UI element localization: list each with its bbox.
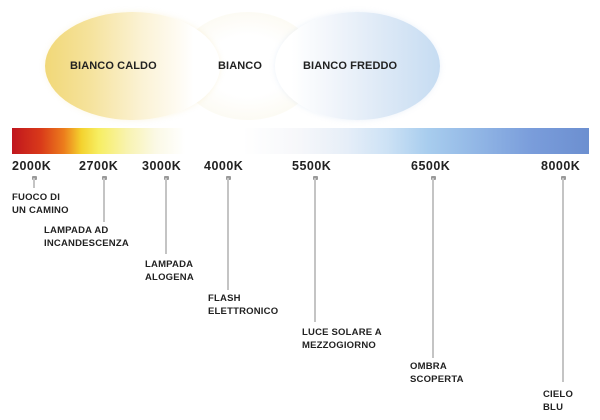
source-desc-4000: FLASH ELETTRONICO bbox=[208, 293, 278, 318]
source-desc-line2: UN CAMINO bbox=[12, 204, 69, 216]
kelvin-label-4000: 4000K bbox=[204, 159, 244, 173]
zone-label-bianco-caldo: BIANCO CALDO bbox=[70, 60, 157, 72]
kelvin-label-5500: 5500K bbox=[292, 159, 332, 173]
leader-line-3000 bbox=[165, 178, 167, 254]
source-desc-line1: LAMPADA bbox=[145, 259, 194, 270]
source-desc-line2: MEZZOGIORNO bbox=[302, 339, 376, 351]
source-desc-8000: CIELO BLU bbox=[543, 389, 573, 414]
source-desc-line2: INCANDESCENZA bbox=[44, 237, 129, 249]
source-desc-3000: LAMPADA ALOGENA bbox=[145, 259, 194, 284]
source-desc-2000: FUOCO DI UN CAMINO bbox=[12, 192, 69, 217]
kelvin-label-2000: 2000K bbox=[12, 159, 52, 173]
source-desc-line2: SCOPERTA bbox=[410, 373, 464, 385]
leader-line-4000 bbox=[227, 178, 229, 290]
source-desc-line1: CIELO bbox=[543, 389, 574, 400]
source-desc-line2: BLU bbox=[543, 401, 564, 413]
zone-bianco-freddo-ellipse bbox=[275, 12, 440, 120]
leader-line-2000 bbox=[33, 178, 35, 188]
source-desc-line1: LAMPADA AD bbox=[44, 225, 109, 236]
zone-label-bianco-freddo: BIANCO FREDDO bbox=[303, 60, 398, 72]
kelvin-label-8000: 8000K bbox=[541, 159, 581, 173]
source-desc-6500: OMBRA SCOPERTA bbox=[410, 361, 464, 386]
zone-label-bianco: BIANCO bbox=[218, 60, 262, 72]
source-desc-2700: LAMPADA AD INCANDESCENZA bbox=[44, 225, 129, 250]
source-desc-line1: FUOCO DI bbox=[12, 192, 61, 203]
source-desc-line1: FLASH bbox=[208, 293, 241, 304]
kelvin-label-3000: 3000K bbox=[142, 159, 182, 173]
leader-line-8000 bbox=[562, 178, 564, 382]
kelvin-label-2700: 2700K bbox=[79, 159, 119, 173]
source-desc-line1: LUCE SOLARE A bbox=[302, 327, 382, 338]
source-desc-line2: ELETTRONICO bbox=[208, 305, 279, 317]
source-desc-line1: OMBRA bbox=[410, 361, 447, 372]
leader-line-5500 bbox=[314, 178, 316, 322]
leader-line-6500 bbox=[432, 178, 434, 358]
leader-line-2700 bbox=[103, 178, 105, 222]
zone-bianco-caldo-ellipse bbox=[45, 12, 220, 120]
source-desc-line2: ALOGENA bbox=[145, 271, 194, 283]
color-temperature-spectrum-bar bbox=[12, 128, 589, 154]
kelvin-label-6500: 6500K bbox=[411, 159, 451, 173]
source-desc-5500: LUCE SOLARE A MEZZOGIORNO bbox=[302, 327, 382, 352]
